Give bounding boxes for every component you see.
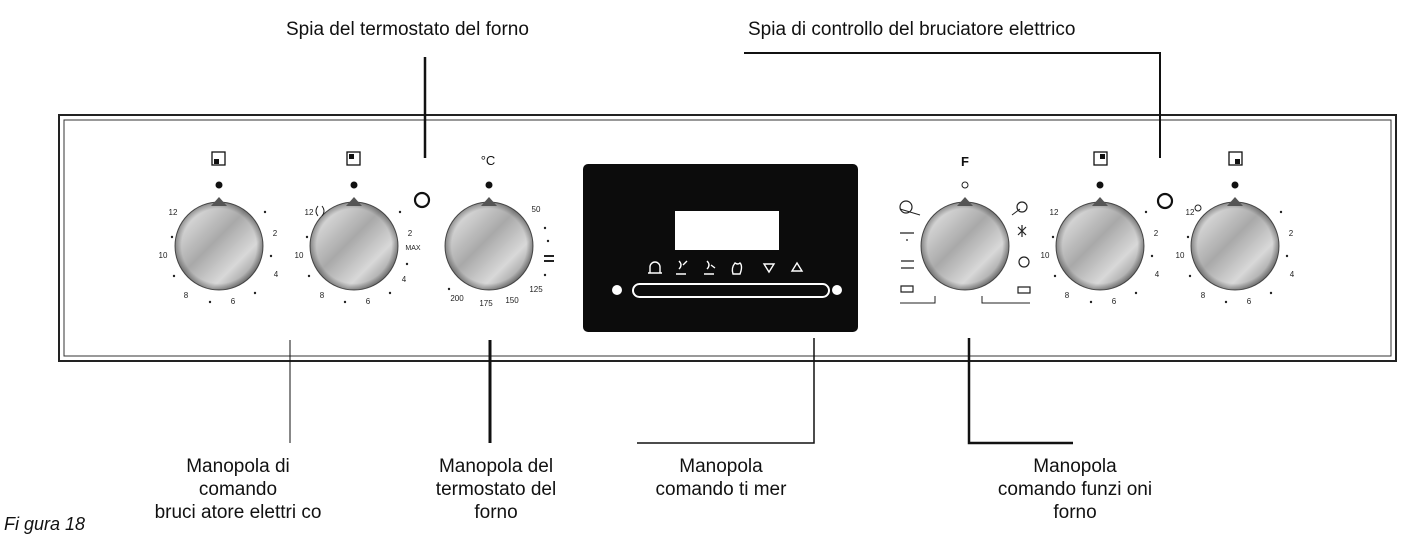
manual-hand-icon[interactable] bbox=[731, 262, 743, 275]
scale-label: 175 bbox=[479, 299, 493, 308]
scale-label: 2 bbox=[273, 229, 278, 238]
grill-icon bbox=[544, 255, 554, 262]
scale-label: 6 bbox=[231, 297, 236, 306]
scale-label: 12 bbox=[1050, 208, 1059, 217]
fan-icon bbox=[1018, 256, 1030, 268]
scale-label: 4 bbox=[1290, 270, 1295, 279]
celsius-icon: °C bbox=[481, 153, 496, 168]
fan-grill-icon bbox=[1017, 286, 1031, 294]
scale-label: 2 bbox=[1289, 229, 1294, 238]
scale-label: 12 bbox=[1186, 208, 1195, 217]
callout-thermostat-knob: Manopola del termostato del forno bbox=[435, 456, 557, 523]
cook-start-icon[interactable] bbox=[676, 260, 688, 275]
burner-knob-2[interactable]: 12 2 10 MAX 4 8 6 bbox=[295, 151, 421, 306]
defrost-icon bbox=[1017, 225, 1027, 237]
scale-label: 50 bbox=[532, 205, 541, 214]
scale-label: 2 bbox=[408, 229, 413, 238]
lamp-icon bbox=[1016, 201, 1028, 213]
burner-knob-3[interactable]: 12 2 10 4 8 6 bbox=[1041, 151, 1160, 306]
panel-inner-border bbox=[63, 119, 1392, 357]
burner-knob-1[interactable]: 12 2 10 4 8 6 bbox=[159, 151, 279, 306]
bell-icon[interactable] bbox=[648, 261, 662, 274]
timer-slot bbox=[632, 283, 830, 298]
function-knob[interactable]: F bbox=[899, 154, 1031, 304]
timer-programmer[interactable] bbox=[583, 164, 858, 332]
panel-outer-border bbox=[58, 114, 1397, 362]
knob-indicator-dot bbox=[1096, 181, 1104, 189]
scale-label: 150 bbox=[505, 296, 519, 305]
timer-left-dot bbox=[612, 285, 622, 295]
oven-thermostat-light bbox=[413, 191, 431, 209]
function-letter: F bbox=[961, 154, 969, 169]
thermostat-knob[interactable]: °C 50 125 150 175 200 bbox=[444, 153, 554, 308]
plus-icon[interactable] bbox=[790, 261, 804, 272]
bottom-heat-icon bbox=[900, 232, 914, 241]
scale-label: 4 bbox=[274, 270, 279, 279]
scale-label: 200 bbox=[450, 294, 464, 303]
grill-fan-icon bbox=[900, 285, 914, 293]
callout-function-knob: Manopola comando funzi oni forno bbox=[997, 456, 1153, 523]
scale-label: 125 bbox=[529, 285, 543, 294]
scale-label: 10 bbox=[1176, 251, 1185, 260]
scale-label: 6 bbox=[1112, 297, 1117, 306]
timer-display-screen bbox=[675, 211, 779, 250]
callout-burner-knob: Manopola di comando bruci atore elettri … bbox=[154, 456, 322, 523]
minus-icon[interactable] bbox=[762, 263, 776, 274]
scale-label: 4 bbox=[1155, 270, 1160, 279]
callout-electric-burner-light: Spia di controllo del bruciatore elettri… bbox=[748, 19, 1076, 40]
scale-label: 10 bbox=[295, 251, 304, 260]
scale-label: 6 bbox=[366, 297, 371, 306]
knob-indicator-dot bbox=[485, 181, 493, 189]
knob-indicator-dot bbox=[1231, 181, 1239, 189]
scale-label: 10 bbox=[1041, 251, 1050, 260]
top-bottom-heat-icon bbox=[901, 260, 914, 269]
electric-burner-light bbox=[1156, 192, 1174, 210]
callout-oven-thermostat-light: Spia del termostato del forno bbox=[286, 19, 529, 40]
scale-label: 4 bbox=[402, 275, 407, 284]
max-label: MAX bbox=[405, 245, 421, 252]
scale-label: 12 bbox=[169, 208, 178, 217]
leader-lines bbox=[289, 52, 1161, 445]
knob-indicator-dot bbox=[350, 181, 358, 189]
scale-label: 6 bbox=[1247, 297, 1252, 306]
scale-label: 10 bbox=[159, 251, 168, 260]
scale-label: 8 bbox=[320, 291, 325, 300]
scale-label: 8 bbox=[1201, 291, 1206, 300]
scale-label: 8 bbox=[1065, 291, 1070, 300]
knob-indicator-ring bbox=[961, 181, 969, 189]
knob-indicator-dot bbox=[215, 181, 223, 189]
scale-label: 8 bbox=[184, 291, 189, 300]
timer-right-dot bbox=[832, 285, 842, 295]
fan-defrost-icon bbox=[899, 200, 913, 214]
scale-label: 12 bbox=[305, 208, 314, 217]
burner-knob-4[interactable]: 12 2 10 4 8 6 bbox=[1176, 151, 1295, 306]
callout-timer-knob: Manopola comando ti mer bbox=[655, 456, 787, 500]
figure-caption: Fi gura 18 bbox=[4, 514, 86, 534]
scale-label: 2 bbox=[1154, 229, 1159, 238]
cook-end-icon[interactable] bbox=[704, 260, 716, 275]
